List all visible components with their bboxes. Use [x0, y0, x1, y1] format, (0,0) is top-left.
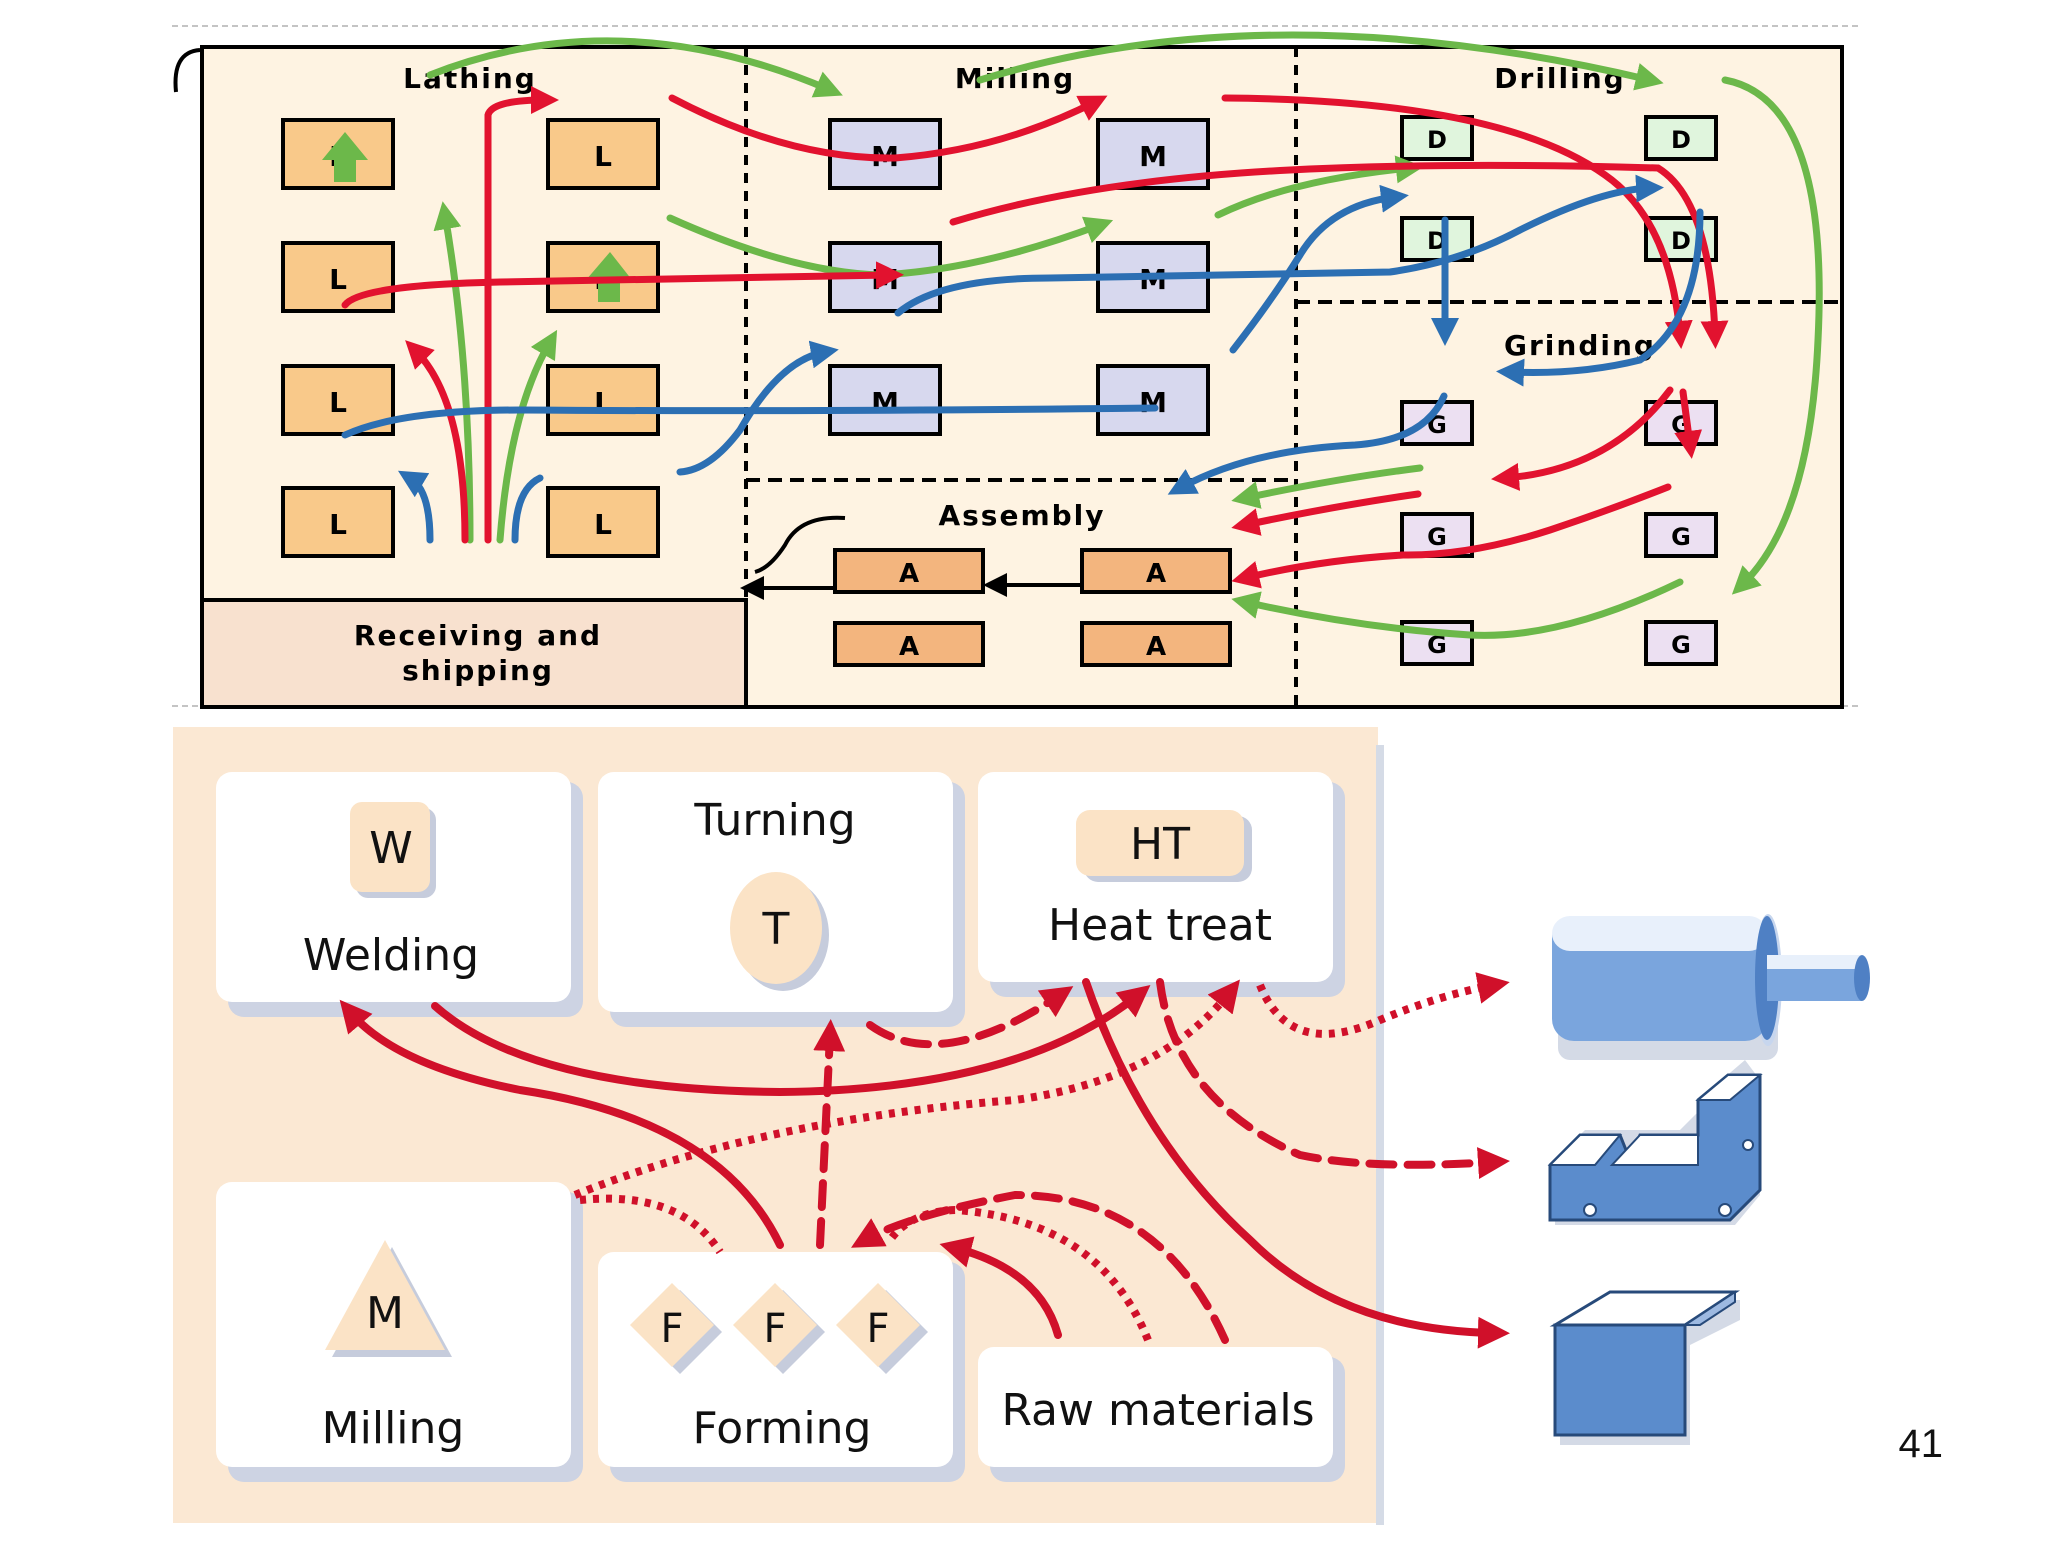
grinder-4: G — [1644, 512, 1718, 558]
product-flow-dotted — [573, 972, 1510, 1342]
welding-card: W Welding — [216, 772, 583, 1017]
milling-card: M Milling — [216, 1182, 583, 1482]
welding-label: Welding — [303, 930, 479, 981]
svg-text:L: L — [594, 140, 612, 173]
section-label-grinding: Grinding — [1504, 329, 1656, 362]
section-label-assembly: Assembly — [938, 499, 1105, 532]
lathe-3: L — [281, 241, 395, 313]
page-number: 41 — [1898, 1422, 1944, 1466]
lathe-8: L — [546, 486, 660, 558]
process-layout-diagram: Lathing Milling Drilling Grinding Assemb… — [0, 0, 2048, 720]
lathe-6: L — [546, 364, 660, 436]
svg-text:L: L — [594, 386, 612, 419]
svg-text:L: L — [594, 508, 612, 541]
assembly-station-4: A — [1080, 621, 1232, 667]
shipping-curve — [754, 515, 846, 574]
svg-text:A: A — [899, 559, 919, 589]
svg-text:D: D — [1671, 126, 1691, 154]
heat-treat-letter: HT — [1130, 819, 1190, 870]
product-layout-diagram: W Welding Turning T HT Heat treat M Mill… — [0, 720, 2048, 1536]
lathe-2: L — [546, 118, 660, 190]
svg-text:G: G — [1671, 631, 1691, 659]
product-layout-svg: W Welding Turning T HT Heat treat M Mill… — [173, 727, 1870, 1525]
mill-6: M — [1096, 364, 1210, 436]
svg-text:M: M — [1139, 140, 1167, 173]
raw-materials-label: Raw materials — [1001, 1385, 1314, 1436]
assembly-station-2: A — [1080, 548, 1232, 594]
assembly-station-3: A — [833, 621, 985, 667]
forming-card: F F F Forming — [598, 1252, 965, 1482]
svg-text:L: L — [329, 508, 347, 541]
svg-text:G: G — [1671, 523, 1691, 551]
drill-2: D — [1644, 115, 1718, 161]
corner-bracket — [173, 48, 201, 93]
svg-text:M: M — [871, 263, 899, 296]
welding-letter: W — [369, 823, 413, 874]
turning-card: Turning T — [598, 772, 965, 1027]
svg-text:D: D — [1427, 126, 1447, 154]
forming-letter-3: F — [866, 1306, 889, 1352]
product-flow-solid — [339, 978, 1510, 1349]
bracket-part-icon — [1547, 1060, 1763, 1225]
section-label-lathing: Lathing — [403, 62, 537, 95]
blue-flow-paths — [341, 174, 1704, 544]
assembly-station-1: A — [833, 548, 985, 594]
milling-label: Milling — [322, 1403, 465, 1454]
grinder-6: G — [1644, 620, 1718, 666]
svg-text:D: D — [1671, 227, 1691, 255]
block-part-icon — [1549, 1290, 1740, 1445]
red-flow-paths — [341, 86, 1729, 589]
heat-treat-card: HT Heat treat — [978, 772, 1345, 997]
turning-label: Turning — [693, 795, 855, 846]
svg-text:G: G — [1427, 523, 1447, 551]
lathe-7: L — [281, 486, 395, 558]
green-up-arrow-icon — [322, 132, 368, 182]
drill-1: D — [1400, 115, 1474, 161]
svg-text:A: A — [899, 632, 919, 662]
heat-treat-label: Heat treat — [1048, 900, 1272, 951]
svg-text:G: G — [1427, 631, 1447, 659]
process-layout-svg: Lathing Milling Drilling Grinding Assemb… — [172, 25, 1862, 709]
panel-shadow — [1376, 745, 1384, 1525]
product-flow-dashed — [813, 978, 1510, 1344]
svg-text:M: M — [871, 386, 899, 419]
receiving-shipping-area — [200, 598, 748, 709]
svg-text:L: L — [329, 386, 347, 419]
mill-5: M — [828, 364, 942, 436]
receiving-label-line1: Receiving and — [354, 619, 602, 652]
svg-text:A: A — [1146, 632, 1166, 662]
svg-text:A: A — [1146, 559, 1166, 589]
forming-letter-1: F — [660, 1306, 683, 1352]
milling-letter: M — [366, 1288, 404, 1339]
receiving-label-line2: shipping — [402, 654, 554, 687]
turning-letter: T — [762, 904, 790, 955]
svg-text:L: L — [329, 263, 347, 296]
forming-label: Forming — [693, 1403, 872, 1454]
svg-text:M: M — [1139, 386, 1167, 419]
shaft-part-icon — [1552, 914, 1870, 1060]
forming-letter-2: F — [763, 1306, 786, 1352]
raw-materials-card: Raw materials — [978, 1347, 1345, 1482]
